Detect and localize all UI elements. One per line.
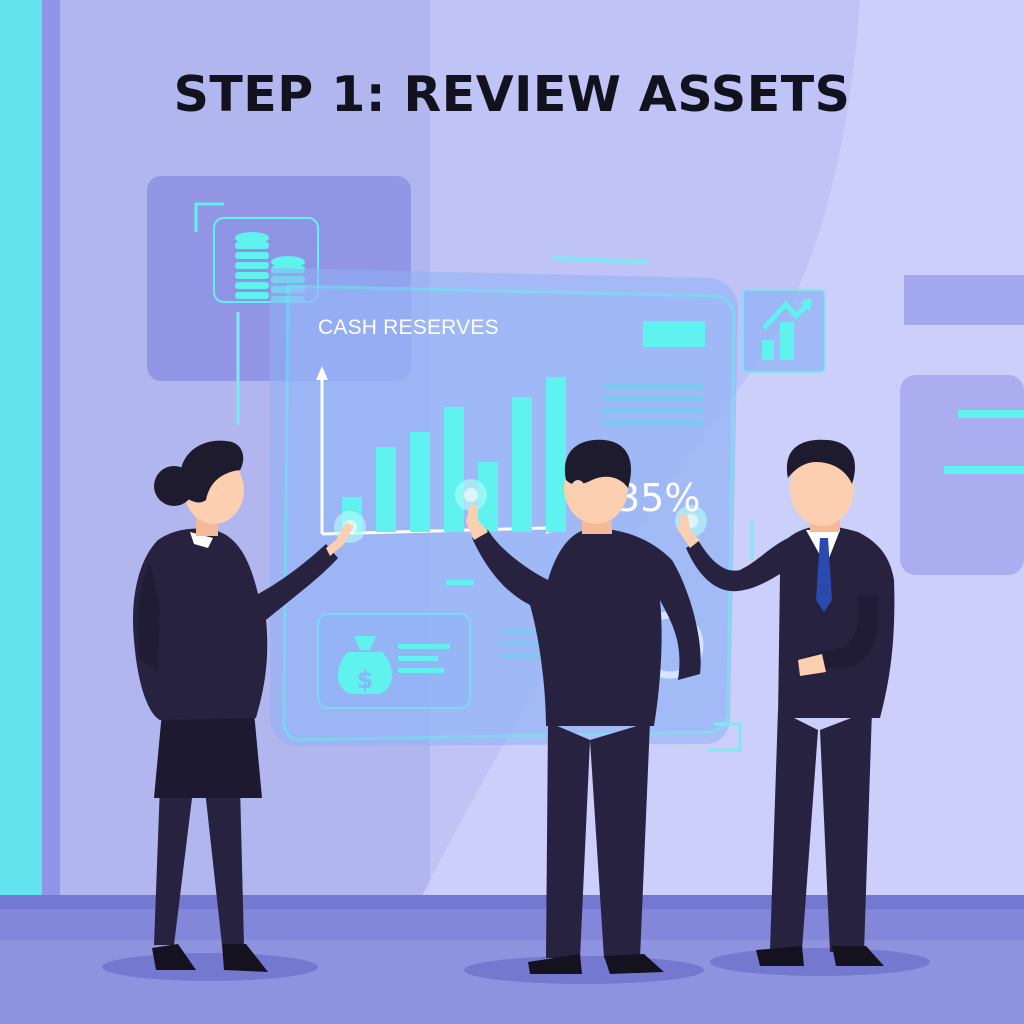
headline: STEP 1: REVIEW ASSETS xyxy=(173,66,851,123)
panel-stat: 35% xyxy=(616,476,701,520)
man-right-figure xyxy=(678,439,895,966)
woman-figure xyxy=(133,440,354,972)
chart-bar xyxy=(410,432,430,532)
man-center-figure xyxy=(466,439,701,974)
growth-arrow-icon xyxy=(742,289,826,373)
panel-title: CASH RESERVES xyxy=(318,316,499,339)
chart-bar xyxy=(546,377,566,532)
money-bag-icon: $ xyxy=(338,636,392,694)
chart-bar xyxy=(478,462,498,532)
chart-bar xyxy=(376,447,396,532)
svg-text:$: $ xyxy=(357,666,374,694)
chart-bar xyxy=(512,397,532,532)
